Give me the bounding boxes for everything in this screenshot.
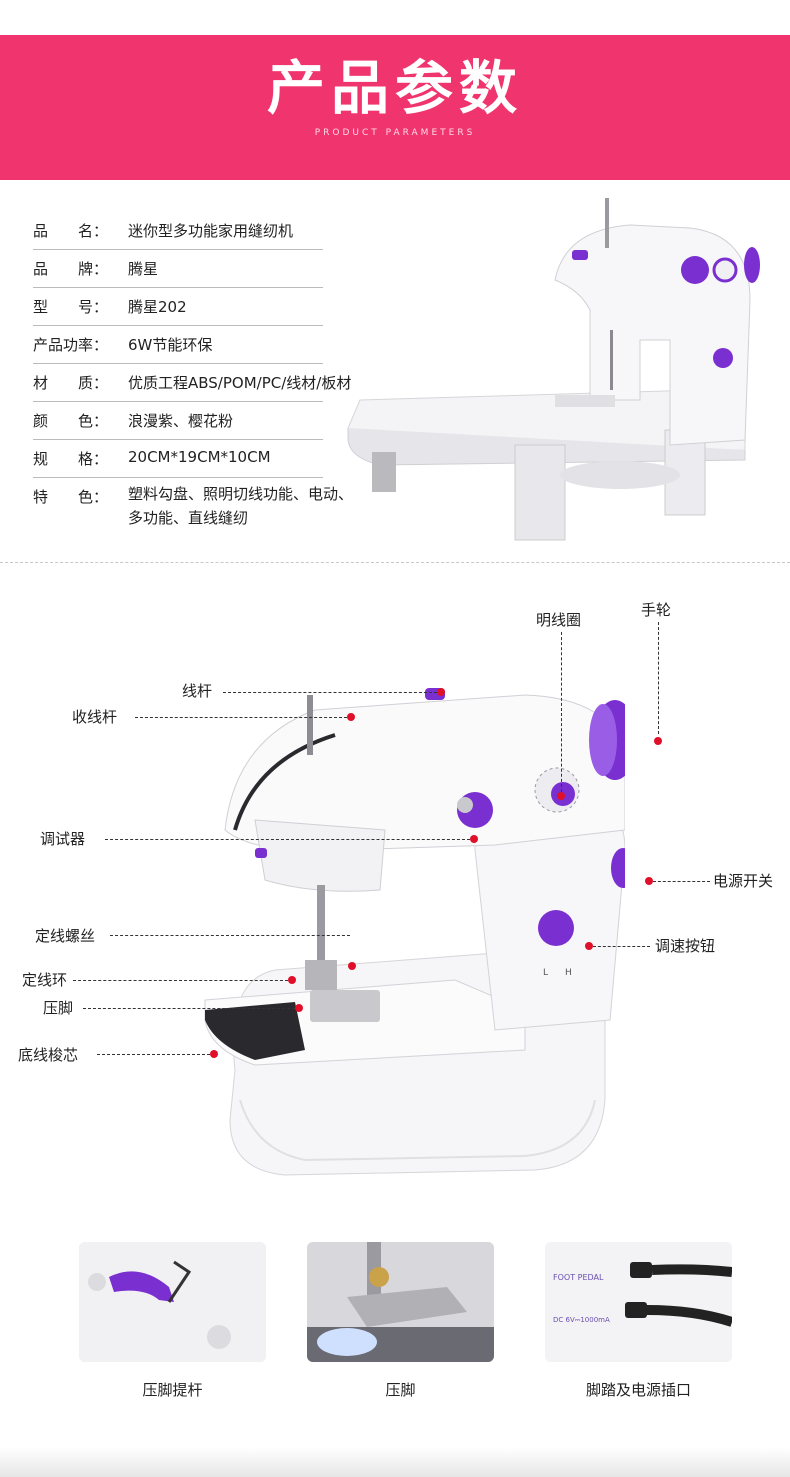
callout-dianyuankaiguan: 电源开关 [713,872,774,890]
marker-dot [654,737,662,745]
thumb-caption: 脚踏及电源插口 [585,1381,691,1399]
thumb-presser-foot [307,1242,494,1362]
callout-yajiao: 压脚 [43,999,74,1017]
spec-value: 20CM*19CM*10CM [128,448,271,466]
callout-xiangan: 线杆 [182,682,213,700]
foot-pedal-print: FOOT PEDAL [553,1273,604,1282]
marker-dot [645,877,653,885]
callout-tiaoshiqi: 调试器 [40,830,86,848]
marker-dot [557,792,565,800]
sewing-machine-illustration: L H [204,688,625,1176]
spec-row-size: 规 格： 20CM*19CM*10CM [33,440,323,478]
marker-dot [437,688,445,696]
spec-label: 品 牌： [33,260,109,278]
spec-label: 产品功率： [33,336,109,354]
pedal-power-port-photo: FOOT PEDAL DC 6V⎓1000mA [545,1242,732,1362]
marker-dot [347,713,355,721]
leader-line [110,935,350,936]
spec-value: 优质工程ABS/POM/PC/线材/板材 [128,374,352,392]
callout-shoulun: 手轮 [641,601,672,619]
callout-dixiansuoxin: 底线梭芯 [18,1046,79,1064]
marker-dot [348,962,356,970]
spec-value: 塑料勾盘、照明切线功能、电动、多功能、直线缝纫 [128,485,354,527]
spec-label: 材 质： [33,374,109,392]
marker-dot [470,835,478,843]
thumb-caption: 压脚提杆 [142,1381,203,1399]
presser-lever-photo [79,1242,266,1362]
thumb-caption: 压脚 [385,1381,416,1399]
leader-line [561,632,562,792]
leader-line [135,717,347,718]
callout-tiaosuanniu: 调速按钮 [655,937,716,955]
section-divider [0,562,790,563]
bottom-shadow [0,1447,790,1477]
spec-value: 腾星202 [128,298,187,316]
thumb-presser-lever [79,1242,266,1362]
spec-row-brand: 品 牌： 腾星 [33,250,323,288]
dc-rating-print: DC 6V⎓1000mA [553,1316,610,1324]
leader-line [653,881,710,882]
marker-dot [585,942,593,950]
spec-row-power: 产品功率： 6W节能环保 [33,326,323,364]
leader-line [73,980,288,981]
callout-dingxianhuan: 定线环 [22,971,68,989]
spec-label: 规 格： [33,450,109,468]
spec-label: 特 色： [33,488,109,506]
spec-label: 品 名： [33,222,109,240]
marker-dot [210,1050,218,1058]
marker-dot [288,976,296,984]
leader-line [97,1054,210,1055]
speed-low-mark: L [543,968,548,978]
presser-foot-photo [307,1242,494,1362]
page-subtitle: PRODUCT PARAMETERS [314,128,476,138]
spec-label: 型 号： [33,298,109,316]
leader-line [83,1008,295,1009]
leader-line [105,839,470,840]
header-banner: 产品参数 PRODUCT PARAMETERS [0,35,790,180]
spec-value: 浪漫紫、樱花粉 [128,412,234,430]
thumb-pedal-power-port: FOOT PEDAL DC 6V⎓1000mA [545,1242,732,1362]
spec-row-model: 型 号： 腾星202 [33,288,323,326]
spec-value: 6W节能环保 [128,336,213,354]
callout-mingxianquan: 明线圈 [536,611,582,629]
spec-value: 腾星 [128,260,159,278]
spec-row-name: 品 名： 迷你型多功能家用缝纫机 [33,212,323,250]
spec-label: 颜 色： [33,412,109,430]
spec-value: 迷你型多功能家用缝纫机 [128,222,294,240]
leader-line [223,692,437,693]
callout-shouxiangan: 收线杆 [72,708,118,726]
spec-row-color: 颜 色： 浪漫紫、樱花粉 [33,402,323,440]
callout-dingxianluosi: 定线螺丝 [35,927,96,945]
page-title: 产品参数 [266,54,523,122]
leader-line [593,946,650,947]
leader-line [658,622,659,734]
spec-row-material: 材 质： 优质工程ABS/POM/PC/线材/板材 [33,364,351,402]
marker-dot [295,1004,303,1012]
speed-high-mark: H [565,968,572,978]
spec-row-features: 特 色： 塑料勾盘、照明切线功能、电动、多功能、直线缝纫 [33,478,353,538]
product-photo-with-table [347,198,760,541]
spec-table: 品 名： 迷你型多功能家用缝纫机 品 牌： 腾星 型 号： 腾星202 产品功率： 6W… [33,212,353,538]
